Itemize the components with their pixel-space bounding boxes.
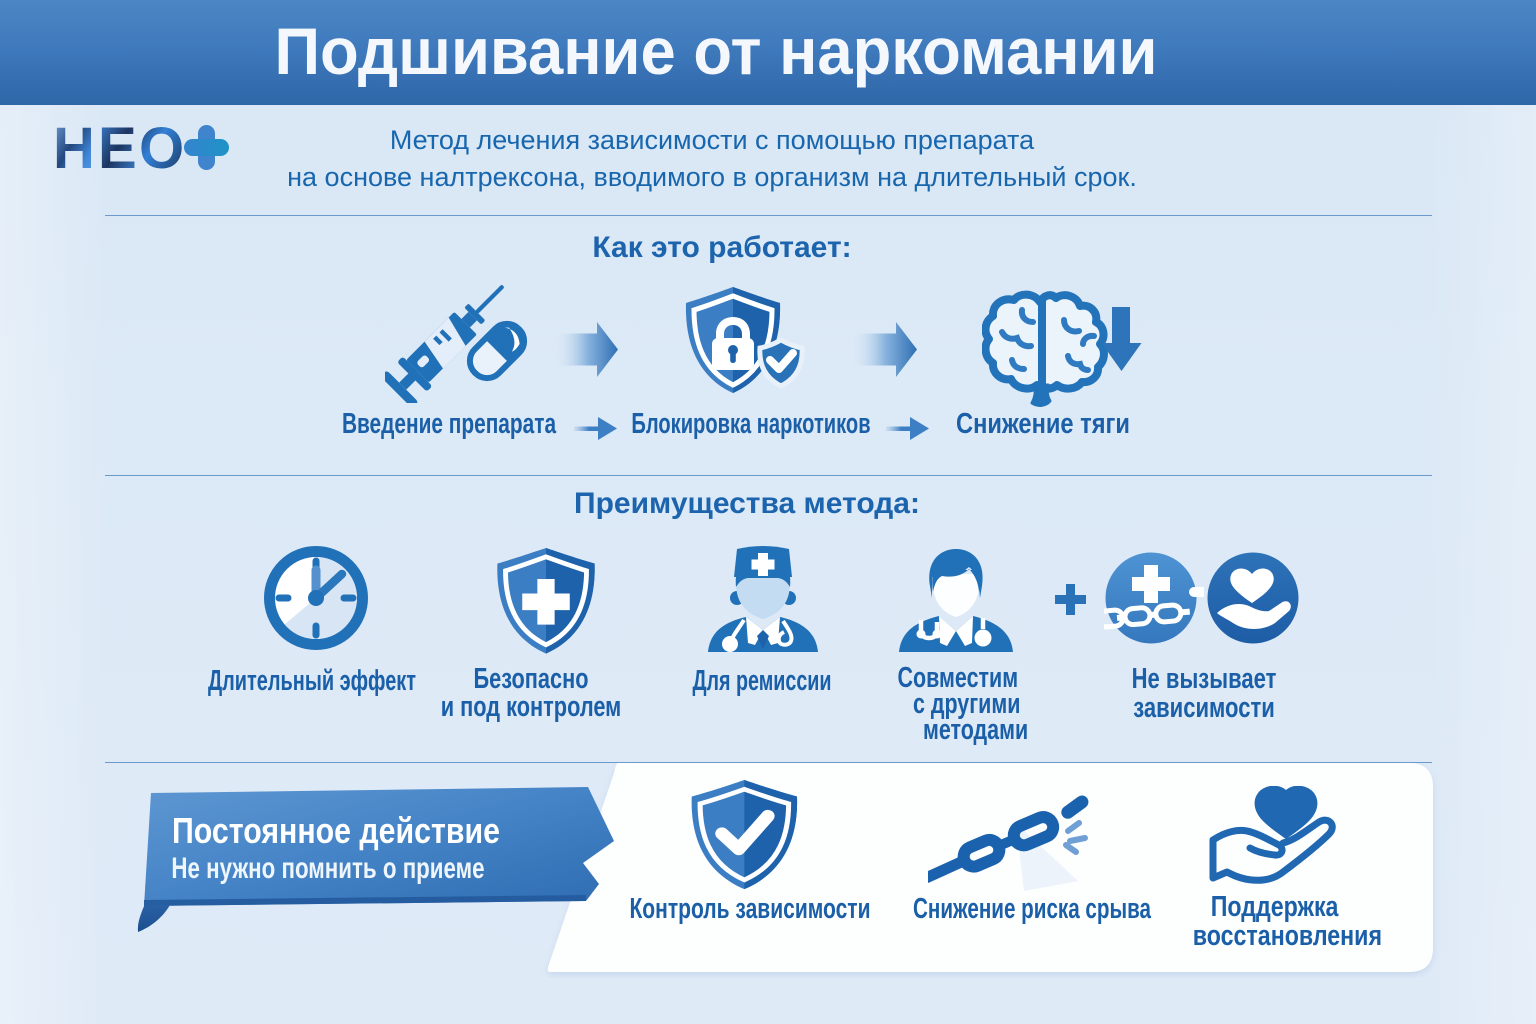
- svg-text:Е: Е: [98, 122, 137, 174]
- svg-text:О: О: [139, 122, 184, 174]
- svg-text:Н: Н: [54, 122, 92, 174]
